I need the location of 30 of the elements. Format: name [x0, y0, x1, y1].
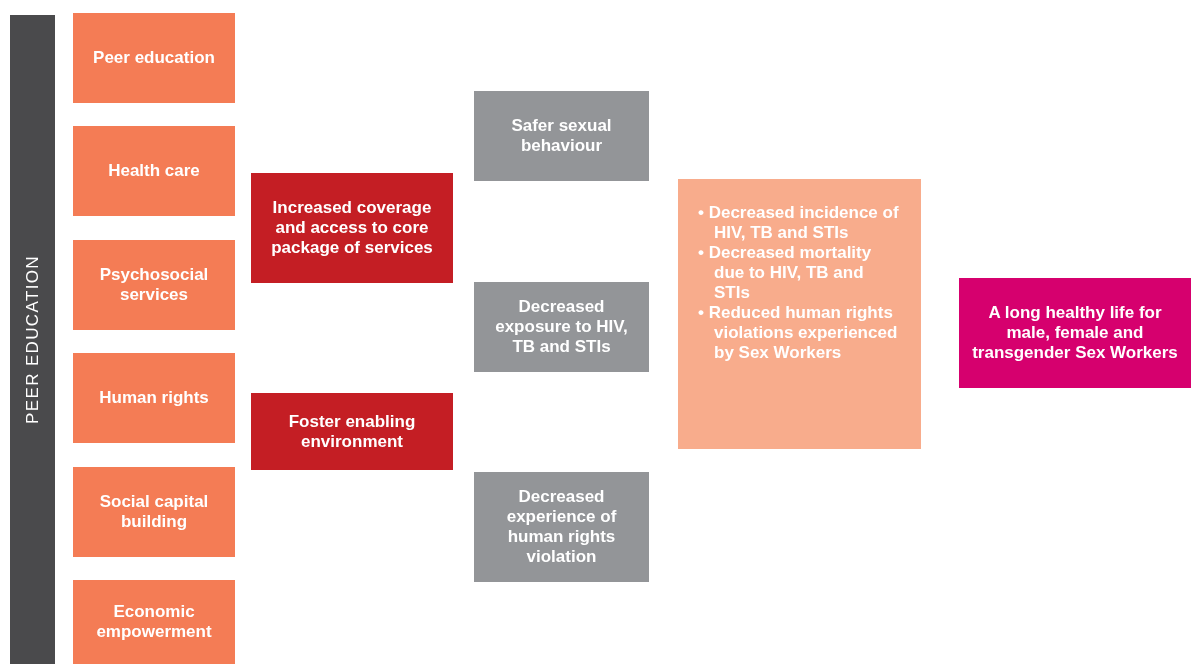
box-label: Psychosocial services — [98, 265, 210, 305]
outcome-box — [474, 472, 649, 582]
box-label: Peer education — [93, 48, 215, 68]
box-label: Social capital building — [98, 492, 210, 532]
bullet-item: • Decreased incidence of HIV, TB and STIs — [698, 203, 900, 243]
outcome-box — [474, 91, 649, 181]
box-label: Decreased exposure to HIV, TB and STIs — [494, 297, 629, 357]
box-label: A long healthy life for male, female and transgender Sex Workers — [971, 303, 1179, 363]
bullet-item: • Reduced human rights violations experienced by Sex Workers — [698, 303, 899, 363]
outcome-box — [474, 282, 649, 372]
box-label: Decreased experience of human rights violation — [505, 487, 618, 567]
vertical-band — [10, 15, 55, 664]
activity-box — [73, 580, 235, 664]
activity-box — [73, 353, 235, 443]
goal-box — [959, 278, 1191, 388]
box-label: Economic empowerment — [95, 602, 213, 642]
activity-box — [73, 240, 235, 330]
impact-box — [678, 179, 921, 449]
activity-box — [73, 13, 235, 103]
bullet-item: • Decreased mortality due to HIV, TB and STIs — [698, 243, 873, 303]
output-box — [251, 393, 453, 470]
activity-box — [73, 126, 235, 216]
activity-box — [73, 467, 235, 557]
box-label: Safer sexual behaviour — [510, 116, 613, 156]
output-box — [251, 173, 453, 283]
box-label: Human rights — [99, 388, 209, 408]
box-label: Foster enabling environment — [287, 411, 417, 452]
box-label: Health care — [108, 161, 200, 181]
band-label: PEER EDUCATION — [21, 255, 43, 424]
box-label: Increased coverage and access to core package of services — [270, 198, 434, 258]
